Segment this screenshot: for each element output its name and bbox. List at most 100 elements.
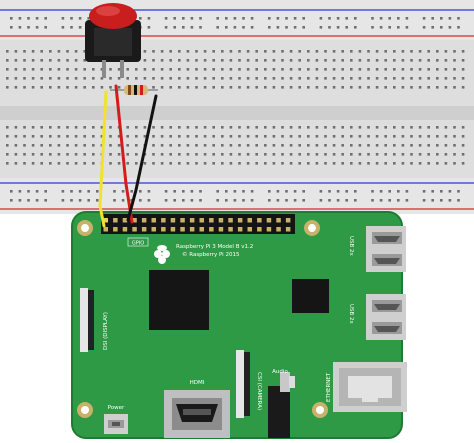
ethernet-label: ETHERNET: [326, 372, 332, 402]
gpio-pin: [189, 218, 195, 223]
breadboard-hole: [74, 162, 78, 165]
breadboard-hole: [410, 50, 413, 53]
breadboard-hole: [195, 126, 198, 129]
gpio-pin: [113, 227, 118, 232]
breadboard-hole: [143, 50, 147, 53]
breadboard-hole: [436, 77, 439, 80]
breadboard-hole: [358, 144, 362, 147]
push-button: [85, 3, 141, 78]
breadboard-hole: [186, 68, 190, 71]
breadboard-hole: [57, 50, 61, 53]
breadboard-hole: [61, 17, 65, 20]
breadboard-hole: [100, 86, 104, 89]
breadboard-hole: [453, 126, 456, 129]
breadboard-hole: [83, 86, 86, 89]
breadboard-hole: [152, 59, 155, 62]
breadboard-hole: [83, 135, 86, 138]
breadboard-hole: [160, 86, 164, 89]
breadboard-hole: [298, 126, 301, 129]
breadboard-hole: [66, 59, 69, 62]
breadboard-hole: [6, 77, 9, 80]
breadboard-hole: [143, 135, 147, 138]
breadboard-hole: [461, 50, 465, 53]
breadboard-hole: [410, 86, 413, 89]
breadboard-hole: [436, 50, 439, 53]
breadboard-hole: [375, 153, 379, 156]
breadboard-hole: [238, 126, 241, 129]
breadboard-hole: [431, 26, 434, 29]
breadboard-hole: [49, 126, 52, 129]
breadboard-hole: [418, 77, 422, 80]
breadboard-hole: [160, 50, 164, 53]
breadboard-hole: [40, 135, 43, 138]
breadboard-hole: [341, 126, 344, 129]
breadboard-hole: [23, 162, 26, 165]
breadboard-hole: [375, 126, 379, 129]
breadboard-hole: [238, 77, 241, 80]
gpio-pin: [276, 218, 281, 223]
gpio-pin: [218, 227, 224, 232]
breadboard-hole: [255, 135, 258, 138]
breadboard-hole: [315, 162, 319, 165]
breadboard-hole: [444, 50, 448, 53]
breadboard-hole: [221, 135, 224, 138]
breadboard-hole: [307, 86, 310, 89]
breadboard-hole: [264, 126, 267, 129]
breadboard-hole: [354, 199, 357, 202]
breadboard-hole: [74, 153, 78, 156]
breadboard-hole: [169, 77, 172, 80]
breadboard-hole: [139, 17, 142, 20]
breadboard-hole: [178, 126, 181, 129]
breadboard-hole: [332, 50, 336, 53]
breadboard-hole: [109, 86, 112, 89]
breadboard-hole: [384, 153, 387, 156]
usb-port-bottom: [366, 294, 406, 340]
breadboard-hole: [229, 59, 233, 62]
breadboard-hole: [289, 50, 293, 53]
breadboard-hole: [457, 199, 460, 202]
breadboard-hole: [405, 199, 409, 202]
breadboard-hole: [225, 26, 228, 29]
breadboard-hole: [18, 17, 22, 20]
breadboard-hole: [225, 190, 228, 193]
breadboard-hole: [66, 144, 69, 147]
breadboard-hole: [6, 50, 9, 53]
usb-lan-chip: [292, 279, 329, 313]
breadboard-hole: [66, 135, 69, 138]
breadboard-hole: [289, 86, 293, 89]
breadboard-hole: [242, 26, 245, 29]
breadboard-hole: [203, 135, 207, 138]
breadboard-hole: [405, 26, 409, 29]
breadboard-hole: [379, 190, 383, 193]
breadboard-hole: [229, 86, 233, 89]
breadboard-hole: [461, 162, 465, 165]
breadboard-hole: [324, 77, 327, 80]
breadboard-hole: [10, 17, 13, 20]
gpio-pin: [180, 227, 185, 232]
breadboard-hole: [6, 144, 9, 147]
breadboard-hole: [436, 68, 439, 71]
breadboard-hole: [178, 77, 181, 80]
breadboard-hole: [203, 153, 207, 156]
breadboard-hole: [173, 17, 176, 20]
breadboard-hole: [332, 126, 336, 129]
breadboard-hole: [83, 153, 86, 156]
breadboard-hole: [238, 153, 241, 156]
breadboard-hole: [126, 162, 129, 165]
breadboard-hole: [14, 68, 18, 71]
breadboard-hole: [121, 199, 125, 202]
breadboard-hole: [281, 68, 284, 71]
breadboard-hole: [74, 126, 78, 129]
breadboard-hole: [319, 17, 323, 20]
breadboard-hole: [23, 50, 26, 53]
breadboard-hole: [100, 126, 104, 129]
breadboard-hole: [393, 126, 396, 129]
breadboard-hole: [143, 77, 147, 80]
breadboard-hole: [6, 68, 9, 71]
breadboard-hole: [461, 68, 465, 71]
breadboard-hole: [281, 86, 284, 89]
breadboard-hole: [23, 77, 26, 80]
breadboard-hole: [272, 59, 276, 62]
breadboard-hole: [358, 153, 362, 156]
breadboard-hole: [186, 144, 190, 147]
